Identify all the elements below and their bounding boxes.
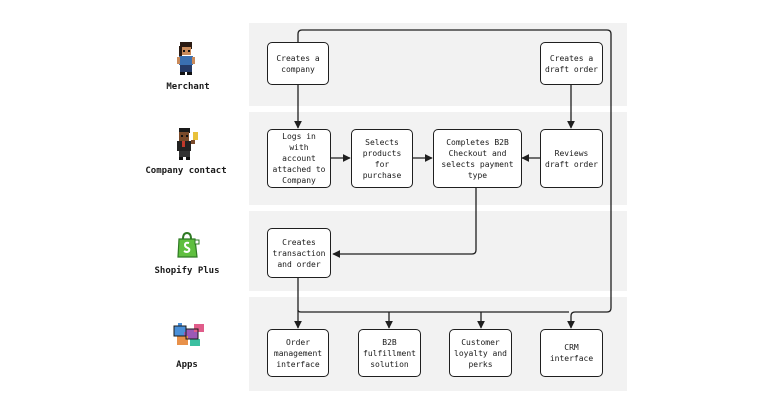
node-crm-interface: CRM interface <box>540 329 603 377</box>
node-reviews-draft-order: Reviews draft order <box>540 129 603 188</box>
actor-label-company-contact: Company contact <box>145 166 227 176</box>
puzzle-pieces-icon <box>173 323 204 346</box>
actor-label-shopify-plus: Shopify Plus <box>154 266 220 276</box>
merchant-avatar-icon <box>177 42 195 75</box>
actor-label-merchant: Merchant <box>166 82 210 92</box>
edge-transaction-to-apps <box>297 278 569 313</box>
node-selects-products: Selects products for purchase <box>351 129 413 188</box>
company-contact-avatar-icon <box>177 128 198 160</box>
node-creates-draft-order: Creates a draft order <box>540 42 603 85</box>
shopify-bag-icon <box>177 231 200 258</box>
actor-label-apps: Apps <box>176 360 198 370</box>
node-customer-loyalty: Customer loyalty and perks <box>449 329 512 377</box>
node-b2b-fulfillment: B2B fulfillment solution <box>358 329 421 377</box>
node-order-management: Order management interface <box>267 329 329 377</box>
node-creates-transaction: Creates transaction and order <box>267 228 331 278</box>
node-logs-in: Logs in with account attached to Company <box>267 129 331 188</box>
node-creates-company: Creates a company <box>267 42 329 85</box>
edge-checkout-to-transaction <box>332 188 477 258</box>
edge-company-to-crm <box>297 29 612 329</box>
node-completes-checkout: Completes B2B Checkout and selects payme… <box>433 129 522 188</box>
